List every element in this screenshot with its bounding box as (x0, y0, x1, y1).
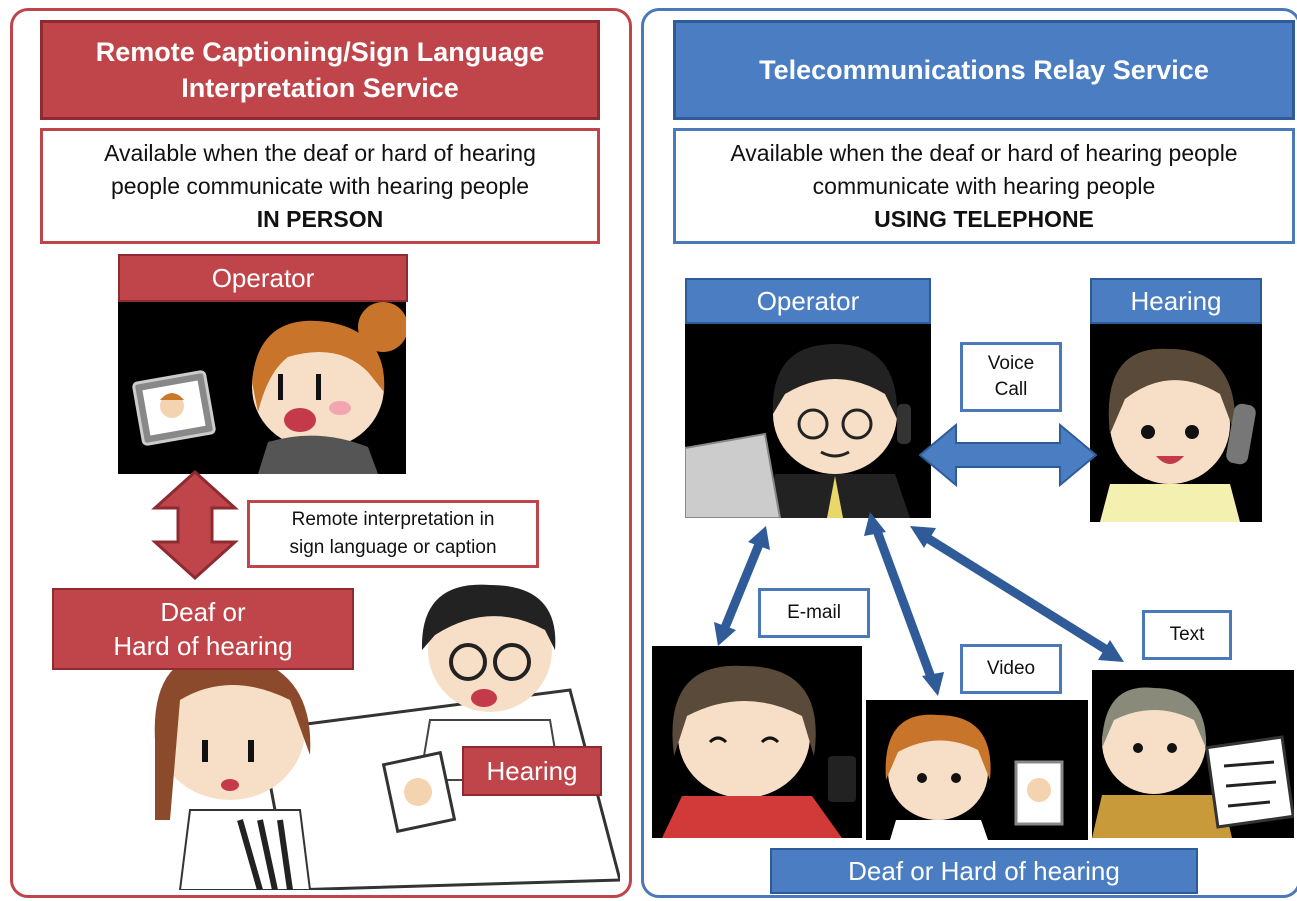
hearing-person-on-phone-illustration (1100, 348, 1256, 522)
hearing-label-left: Hearing (462, 746, 602, 796)
description-line: Available when the deaf or hard of heari… (104, 139, 536, 166)
email-user-scene (652, 646, 862, 838)
operator-at-laptop-illustration (685, 344, 911, 518)
hearing-label-right: Hearing (1090, 278, 1262, 324)
voice-call-label: Voice Call (960, 342, 1062, 412)
operator-scene-right (685, 324, 931, 518)
description-emphasis: IN PERSON (256, 205, 384, 232)
voice-label-line: Call (994, 379, 1028, 400)
relay-service-title-text: Telecommunications Relay Service (759, 55, 1209, 85)
note-line: sign language or caption (289, 537, 497, 558)
in-person-description: Available when the deaf or hard of heari… (40, 128, 600, 244)
remote-captioning-title: Remote Captioning/Sign Language Interpre… (40, 20, 600, 120)
text-user-illustration (1092, 687, 1294, 838)
voice-label-line: Voice (987, 353, 1035, 374)
remote-interpretation-note: Remote interpretation in sign language o… (247, 500, 539, 568)
email-user-illustration (662, 665, 856, 838)
remote-captioning-panel (10, 8, 632, 898)
text-label: Text (1142, 610, 1232, 660)
operator-label-left: Operator (118, 254, 408, 302)
video-user-scene (866, 700, 1088, 840)
description-line: people communicate with hearing people (110, 172, 530, 199)
deaf-or-hard-of-hearing-label-right: Deaf or Hard of hearing (770, 848, 1198, 894)
remote-captioning-title-text: Remote Captioning/Sign Language Interpre… (95, 37, 545, 103)
relay-service-title: Telecommunications Relay Service (673, 20, 1295, 120)
relay-arrows (714, 422, 1124, 696)
deaf-label-line: Deaf or (160, 597, 246, 627)
text-user-scene (1092, 670, 1294, 838)
up-down-arrow-icon (151, 470, 239, 580)
description-line: communicate with hearing people (812, 172, 1156, 199)
note-line: Remote interpretation in (291, 509, 495, 530)
relay-service-panel (641, 8, 1297, 898)
hearing-person-scene (1090, 324, 1262, 522)
description-line: Available when the deaf or hard of heari… (730, 139, 1238, 166)
operator-with-tablet-illustration (132, 302, 406, 474)
deaf-label-line: Hard of hearing (113, 631, 293, 661)
video-user-illustration (885, 714, 1064, 840)
video-label: Video (960, 644, 1062, 694)
voice-call-arrow-icon (918, 422, 1098, 488)
deaf-or-hard-of-hearing-label-left: Deaf or Hard of hearing (52, 588, 354, 670)
in-person-conversation-illustration (154, 584, 620, 890)
operator-label-right: Operator (685, 278, 931, 324)
telephone-description: Available when the deaf or hard of heari… (673, 128, 1295, 244)
email-label: E-mail (758, 588, 870, 638)
description-emphasis: USING TELEPHONE (874, 205, 1094, 232)
operator-scene-left (118, 302, 406, 474)
